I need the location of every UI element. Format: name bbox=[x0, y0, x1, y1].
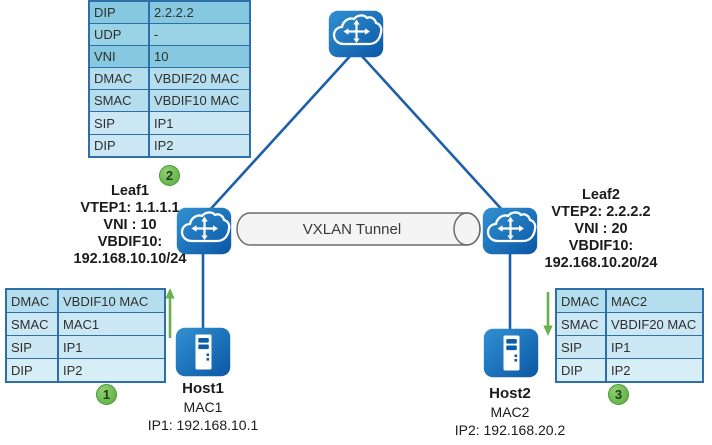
host2-label: Host2 MAC2 IP2: 192.168.20.2 bbox=[420, 385, 600, 439]
leaf1-vbdif-ip: 192.168.10.10/24 bbox=[73, 251, 187, 267]
table-row: SIP IP1 bbox=[7, 335, 164, 358]
host1-mac: MAC1 bbox=[183, 399, 223, 415]
leaf1-vni: VNI : 10 bbox=[103, 217, 157, 233]
leaf1-label: Leaf1 VTEP1: 1.1.1.1 VNI : 10 VBDIF10: 1… bbox=[40, 183, 220, 268]
table-row: DMAC VBDIF10 MAC bbox=[7, 290, 164, 312]
field-value-cell: VBDIF10 MAC bbox=[154, 93, 240, 109]
field-name-cell: DIP bbox=[90, 134, 150, 156]
table-row: DIP 2.2.2.2 bbox=[90, 2, 249, 24]
step-badge-2: 2 bbox=[159, 165, 180, 186]
leaf1-vbdif: VBDIF10: bbox=[97, 234, 163, 250]
field-value-cell: - bbox=[154, 27, 159, 43]
field-value-cell: MAC2 bbox=[611, 293, 648, 309]
host1-server-icon bbox=[175, 327, 231, 377]
table-row: DIP IP2 bbox=[90, 133, 249, 156]
field-name-cell: SIP bbox=[90, 112, 150, 134]
leaf1-name: Leaf1 bbox=[111, 183, 149, 199]
table-row: SIP IP1 bbox=[90, 111, 249, 134]
leaf1-router-icon bbox=[176, 207, 232, 255]
field-name-cell: SIP bbox=[7, 336, 59, 358]
leaf1-vtep: VTEP1: 1.1.1.1 bbox=[80, 200, 180, 216]
leaf2-label: Leaf2 VTEP2: 2.2.2.2 VNI : 20 VBDIF10: 1… bbox=[511, 187, 691, 272]
leaf2-vbdif: VBDIF10: bbox=[568, 238, 634, 254]
field-name-cell: DIP bbox=[90, 2, 150, 24]
field-name-cell: UDP bbox=[90, 24, 150, 46]
spine-router-icon bbox=[328, 10, 384, 58]
field-value-cell: IP2 bbox=[63, 362, 83, 378]
host2-mac: MAC2 bbox=[490, 404, 530, 420]
host2-server-icon bbox=[483, 328, 539, 378]
field-value-cell: MAC1 bbox=[63, 316, 100, 332]
table-row: DIP IP2 bbox=[7, 358, 164, 381]
host1-label: Host1 MAC1 IP1: 192.168.10.1 bbox=[113, 380, 293, 434]
field-name-cell: VNI bbox=[90, 46, 150, 68]
leaf2-vni: VNI : 20 bbox=[574, 221, 628, 237]
packet-table-host2-frame: DMAC MAC2 SMAC VBDIF20 MAC SIP IP1 DIP I… bbox=[555, 288, 704, 383]
field-name-cell: DMAC bbox=[7, 290, 59, 312]
table-row: UDP - bbox=[90, 23, 249, 46]
field-name-cell: DIP bbox=[7, 359, 59, 381]
host2-name: Host2 bbox=[489, 385, 531, 402]
field-name-cell: SMAC bbox=[90, 90, 150, 112]
field-value-cell: IP2 bbox=[154, 137, 174, 153]
field-value-cell: VBDIF20 MAC bbox=[611, 316, 697, 332]
field-value-cell: 10 bbox=[154, 49, 169, 65]
table-row: DIP IP2 bbox=[557, 358, 702, 381]
field-value-cell: VBDIF20 MAC bbox=[154, 71, 240, 87]
host1-ip: IP1: 192.168.10.1 bbox=[147, 417, 259, 433]
field-name-cell: DMAC bbox=[90, 68, 150, 90]
host2-ip: IP2: 192.168.20.2 bbox=[454, 422, 566, 438]
leaf2-vtep: VTEP2: 2.2.2.2 bbox=[551, 204, 651, 220]
table-row: SIP IP1 bbox=[557, 335, 702, 358]
table-row: VNI 10 bbox=[90, 45, 249, 68]
table-row: SMAC VBDIF10 MAC bbox=[90, 89, 249, 112]
field-value-cell: IP2 bbox=[611, 362, 631, 378]
field-name-cell: DIP bbox=[557, 359, 607, 381]
link-spine-leaf2 bbox=[359, 53, 506, 214]
field-name-cell: SMAC bbox=[557, 313, 607, 335]
step-badge-1: 1 bbox=[96, 384, 117, 405]
table-row: SMAC MAC1 bbox=[7, 312, 164, 335]
field-value-cell: IP1 bbox=[154, 115, 174, 131]
table-row: DMAC MAC2 bbox=[557, 290, 702, 312]
field-value-cell: VBDIF10 MAC bbox=[63, 293, 149, 309]
field-value-cell: IP1 bbox=[611, 339, 631, 355]
link-spine-leaf1 bbox=[206, 53, 353, 214]
vxlan-tunnel-label: VXLAN Tunnel bbox=[302, 220, 402, 238]
packet-flow-down-arrow bbox=[543, 292, 553, 336]
field-value-cell: IP1 bbox=[63, 339, 83, 355]
packet-table-vxlan-encap: DIP 2.2.2.2 UDP - VNI 10 DMAC VBDIF20 MA… bbox=[88, 0, 251, 158]
field-name-cell: SIP bbox=[557, 336, 607, 358]
packet-flow-up-arrow bbox=[165, 288, 175, 338]
leaf2-name: Leaf2 bbox=[582, 187, 620, 203]
field-name-cell: SMAC bbox=[7, 313, 59, 335]
field-value-cell: 2.2.2.2 bbox=[154, 5, 194, 21]
table-row: SMAC VBDIF20 MAC bbox=[557, 312, 702, 335]
leaf2-vbdif-ip: 192.168.10.20/24 bbox=[544, 255, 658, 271]
table-row: DMAC VBDIF20 MAC bbox=[90, 67, 249, 90]
leaf2-router-icon bbox=[482, 207, 538, 255]
packet-table-host1-frame: DMAC VBDIF10 MAC SMAC MAC1 SIP IP1 DIP I… bbox=[5, 288, 166, 383]
step-badge-3: 3 bbox=[608, 384, 629, 405]
host1-name: Host1 bbox=[182, 380, 224, 397]
vxlan-tunnel-cylinder: VXLAN Tunnel bbox=[234, 212, 484, 246]
field-name-cell: DMAC bbox=[557, 290, 607, 312]
